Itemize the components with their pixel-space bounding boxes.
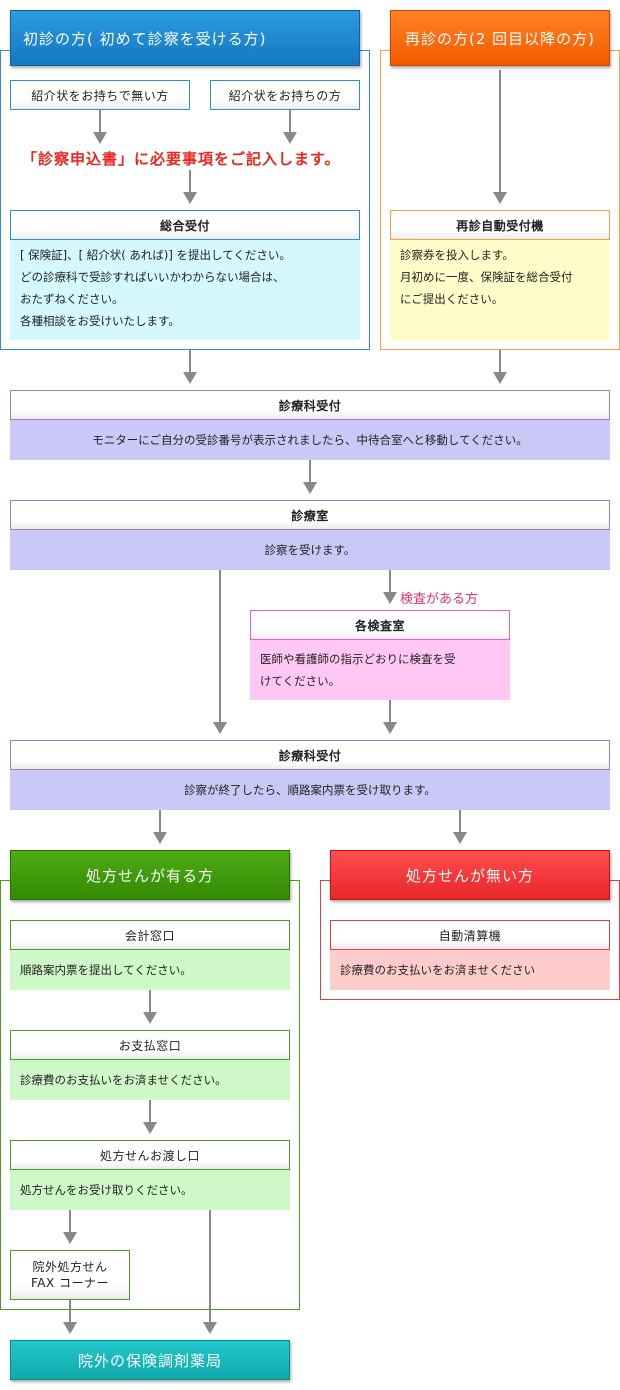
reception-line: [ 保険証]、[ 紹介状( あれば)] を提出してください。 (20, 248, 291, 262)
fax-line: FAX コーナー (30, 1276, 110, 1290)
tests-note: 検査がある方 (400, 592, 479, 607)
reception-line: 各種相談をお受けいたします。 (20, 314, 180, 328)
payment-title: お支払窓口 (10, 1030, 290, 1060)
first-visit-header: 初診の方( 初めて診察を受ける方) (10, 10, 360, 66)
machine-line: 診察券を投入します。 (400, 248, 514, 262)
auto-payment-title: 自動清算機 (330, 920, 610, 950)
reception-line: どの診療科で受診すればいいかわからない場合は、 (20, 270, 285, 284)
exam-room-body: 診察を受けます。 (10, 530, 610, 570)
with-referral-label: 紹介状をお持ちの方 (210, 80, 360, 110)
fax-line: 院外処方せん (32, 1260, 108, 1274)
fill-form-instruction: 「診察申込書」に必要事項をご記入します。 (22, 150, 341, 168)
dept-reception-2-body: 診察が終了したら、順路案内票を受け取ります。 (10, 770, 610, 810)
cashier-body: 順路案内票を提出してください。 (10, 950, 290, 990)
payment-body: 診療費のお支払いをお済ませください。 (10, 1060, 290, 1100)
auto-payment-body: 診療費のお支払いをお済ませください (330, 950, 610, 990)
pharmacy-box: 院外の保険調剤薬局 (10, 1340, 290, 1380)
dept-reception-1-title: 診療科受付 (10, 390, 610, 420)
revisit-header: 再診の方(2 回目以降の方) (390, 10, 610, 66)
revisit-machine-body: 診察券を投入します。 月初めに一度、保険証を総合受付 にご提出ください。 (390, 240, 610, 340)
general-reception-title: 総合受付 (10, 210, 360, 240)
tests-line: けてください。 (260, 674, 341, 688)
reception-line: おたずねください。 (20, 292, 124, 306)
exam-room-title: 診療室 (10, 500, 610, 530)
no-referral-label: 紹介状をお持ちで無い方 (10, 80, 190, 110)
handover-body: 処方せんをお受け取りください。 (10, 1170, 290, 1210)
fax-corner: 院外処方せん FAX コーナー (10, 1250, 130, 1300)
dept-reception-1-body: モニターにご自分の受診番号が表示されましたら、中待合室へと移動してください。 (10, 420, 610, 460)
tests-room-body: 医師や看護師の指示どおりに検査を受 けてください。 (250, 640, 510, 700)
dept-reception-2-title: 診療科受付 (10, 740, 610, 770)
machine-line: 月初めに一度、保険証を総合受付 (400, 270, 573, 284)
without-prescription-header: 処方せんが無い方 (330, 850, 610, 900)
general-reception-body: [ 保険証]、[ 紹介状( あれば)] を提出してください。 どの診療科で受診す… (10, 240, 360, 340)
handover-title: 処方せんお渡し口 (10, 1140, 290, 1170)
cashier-title: 会計窓口 (10, 920, 290, 950)
with-prescription-header: 処方せんが有る方 (10, 850, 290, 900)
tests-room-title: 各検査室 (250, 610, 510, 640)
tests-line: 医師や看護師の指示どおりに検査を受 (260, 652, 456, 666)
revisit-machine-title: 再診自動受付機 (390, 210, 610, 240)
machine-line: にご提出ください。 (400, 292, 504, 306)
